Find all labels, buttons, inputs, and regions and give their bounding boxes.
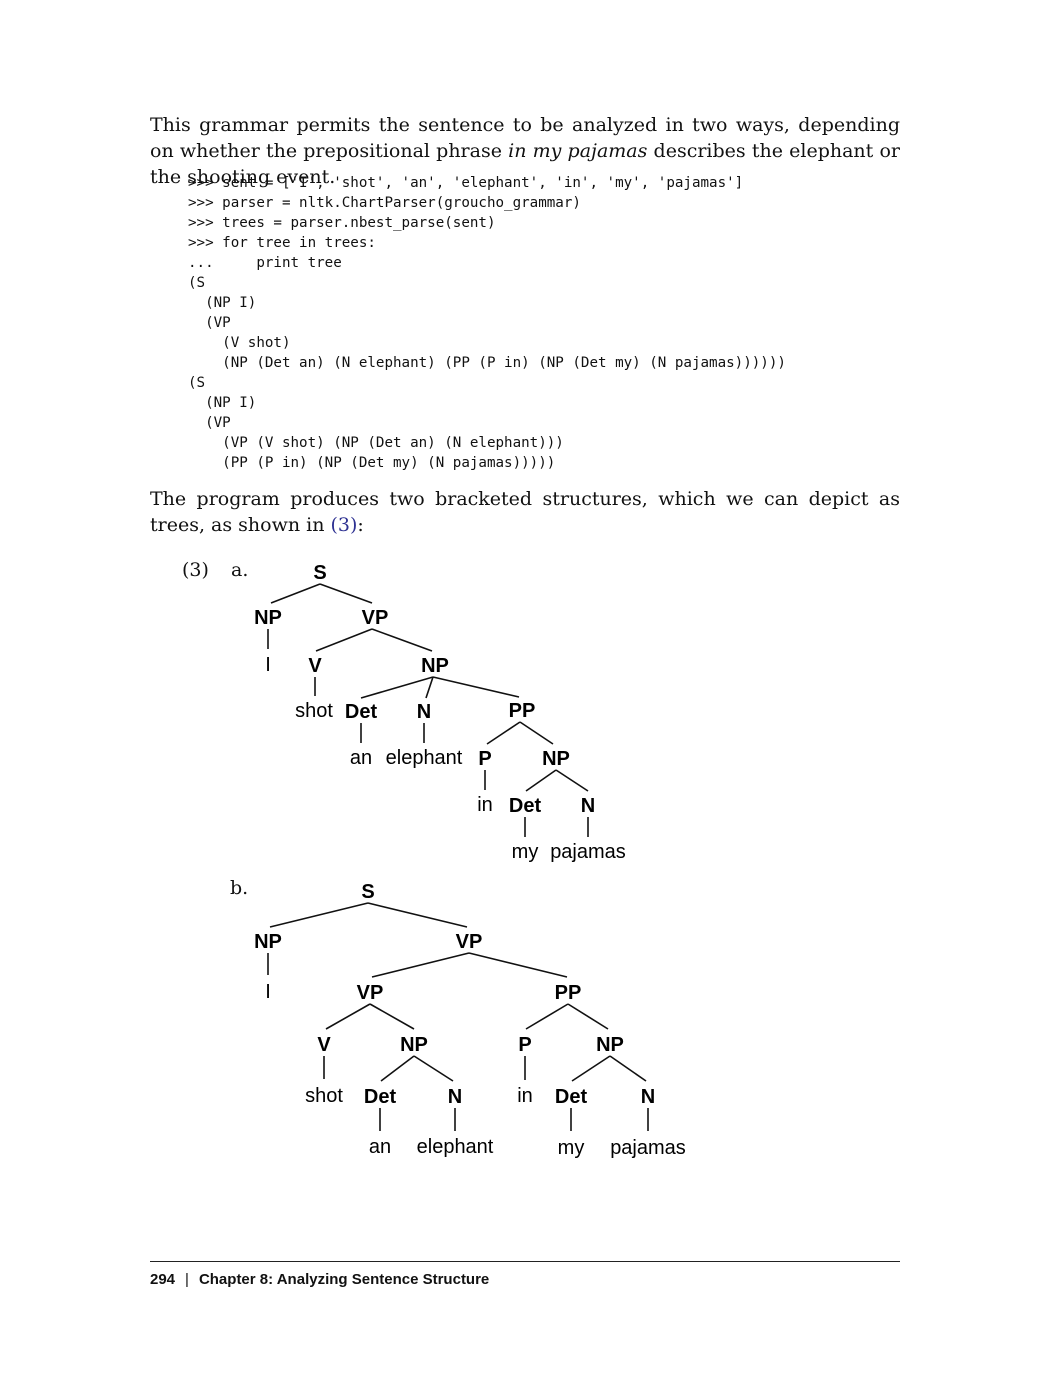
tree-edge [315, 628, 373, 652]
code-line: (NP I) [188, 295, 257, 311]
tree-node-n: N [581, 795, 595, 817]
tree-node-np: NP [254, 607, 282, 629]
tree-edge [525, 769, 557, 792]
tree-edge [609, 1055, 647, 1082]
tree-edge [369, 1003, 415, 1030]
tree-edge [380, 1055, 415, 1082]
tree-leaf: I [265, 654, 271, 676]
tree-leaf: pajamas [550, 841, 626, 863]
code-line: (S [188, 375, 206, 391]
tree-node-p: P [478, 748, 491, 770]
tree-edge [325, 1003, 371, 1030]
code-line: (NP (Det an) (N elephant) (PP (P in) (NP… [188, 355, 786, 371]
code-line: >>> parser = nltk.ChartParser(groucho_gr… [188, 195, 581, 211]
tree-node-n: N [448, 1086, 462, 1108]
tree-edge [371, 952, 470, 978]
code-line: (VP [188, 315, 231, 331]
tree-edge [555, 769, 589, 792]
tree-edge [413, 1055, 454, 1082]
second-text-before: The program produces two bracketed struc… [150, 488, 900, 536]
code-line: (VP [188, 415, 231, 431]
intro-text-before: This grammar permits the sentence to be … [150, 114, 900, 162]
second-paragraph: The program produces two bracketed struc… [150, 486, 900, 538]
tree-node-det: Det [364, 1086, 397, 1108]
tree-node-vp: VP [357, 982, 384, 1004]
tree-leaf: pajamas [610, 1137, 686, 1159]
tree-leaf: in [517, 1085, 533, 1107]
code-line: (VP (V shot) (NP (Det an) (N elephant))) [188, 435, 564, 451]
tree-node-np: NP [596, 1034, 624, 1056]
code-line: (NP I) [188, 395, 257, 411]
footer-rule [150, 1261, 900, 1262]
tree-edge [425, 676, 434, 699]
tree-edge [367, 902, 468, 928]
tree-node-n: N [641, 1086, 655, 1108]
tree-node-np: NP [421, 655, 449, 677]
code-line: >>> trees = parser.nbest_parse(sent) [188, 215, 496, 231]
tree-node-pp: PP [555, 982, 582, 1004]
tree-edge [269, 902, 369, 928]
tree-node-np: NP [254, 931, 282, 953]
tree-node-det: Det [345, 701, 378, 723]
tree-node-det: Det [509, 795, 542, 817]
tree-node-det: Det [555, 1086, 588, 1108]
tree-edge [525, 1003, 569, 1030]
tree-edge [360, 676, 434, 699]
tree-edge [432, 676, 520, 698]
code-line: (S [188, 275, 206, 291]
tree-node-vp: VP [456, 931, 483, 953]
tree-node-p: P [518, 1034, 531, 1056]
tree-edge [567, 1003, 609, 1030]
tree-leaf: shot [295, 700, 333, 722]
page-number: 294 [150, 1271, 176, 1288]
example-number: (3) [182, 559, 209, 581]
tree-leaf: elephant [417, 1136, 494, 1158]
tree-leaf: my [558, 1137, 585, 1159]
code-block: >>> sent = ['I', 'shot', 'an', 'elephant… [188, 173, 786, 473]
tree-leaf: an [350, 747, 372, 769]
footer-separator: | [185, 1271, 189, 1288]
example-reference-link[interactable]: (3) [330, 514, 358, 536]
example-a-label: a. [231, 559, 249, 581]
tree-node-n: N [417, 701, 431, 723]
tree-edge [468, 952, 568, 978]
intro-emphasis: in my pajamas [508, 140, 648, 162]
tree-node-pp: PP [509, 700, 536, 722]
code-line: (PP (P in) (NP (Det my) (N pajamas))))) [188, 455, 556, 471]
tree-leaf: an [369, 1136, 391, 1158]
code-line: >>> sent = ['I', 'shot', 'an', 'elephant… [188, 175, 744, 191]
tree-edge [371, 628, 433, 652]
tree-node-np: NP [542, 748, 570, 770]
tree-edge [486, 721, 521, 745]
second-text-after: : [357, 514, 364, 536]
code-line: >>> for tree in trees: [188, 235, 376, 251]
tree-leaf: in [477, 794, 493, 816]
tree-node-v: V [317, 1034, 331, 1056]
tree-node-vp: VP [362, 607, 389, 629]
tree-node-s: S [361, 881, 374, 903]
tree-node-s: S [313, 562, 326, 584]
tree-edge [519, 721, 554, 745]
example-b-label: b. [230, 877, 249, 899]
code-line: (V shot) [188, 335, 291, 351]
tree-leaf: shot [305, 1085, 343, 1107]
code-line: ... print tree [188, 255, 342, 271]
tree-leaf: I [265, 981, 271, 1003]
tree-leaf: my [512, 841, 539, 863]
tree-edge [319, 583, 373, 604]
tree-node-np: NP [400, 1034, 428, 1056]
tree-leaf: elephant [386, 747, 463, 769]
chapter-title: Chapter 8: Analyzing Sentence Structure [198, 1271, 490, 1288]
tree-edge [270, 583, 321, 604]
tree-edge [571, 1055, 611, 1082]
tree-node-v: V [308, 655, 322, 677]
intro-text-after: describes the elephant or the shooting e… [150, 140, 901, 188]
page-footer: 294 | Chapter 8: Analyzing Sentence Struct… [150, 1270, 489, 1290]
intro-paragraph: This grammar permits the sentence to be … [150, 112, 900, 190]
